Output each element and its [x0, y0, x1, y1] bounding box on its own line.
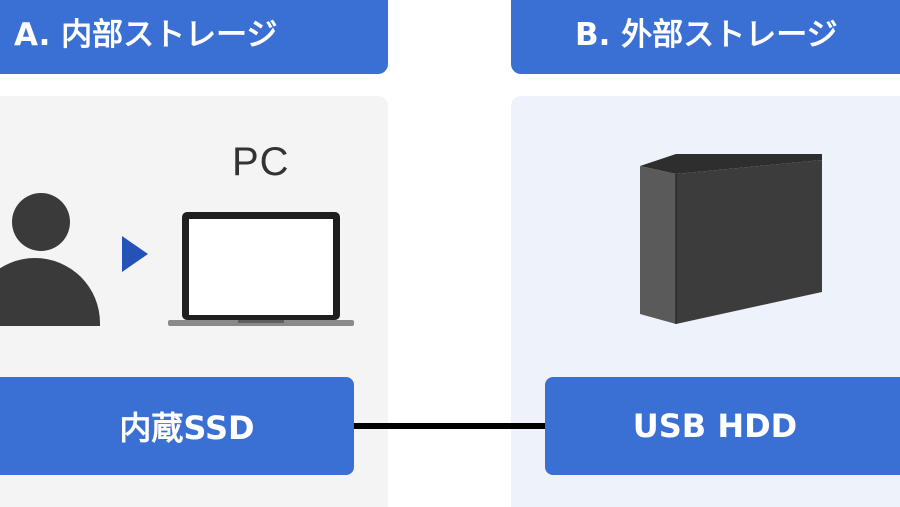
connection-line: [354, 423, 545, 429]
internal-storage-header: A. 内部ストレージ: [0, 0, 388, 74]
arrow-right-icon: [122, 236, 148, 272]
internal-ssd-label: 内蔵SSD: [0, 377, 354, 475]
internal-storage-title: A. 内部ストレージ: [14, 16, 278, 53]
external-storage-header: B. 外部ストレージ: [511, 0, 900, 74]
usb-hdd-label: USB HDD: [545, 377, 900, 475]
external-storage-title: B. 外部ストレージ: [575, 16, 838, 53]
internal-ssd-text: 内蔵SSD: [119, 409, 255, 447]
pc-label: PC: [232, 140, 290, 184]
laptop-icon: [168, 210, 358, 334]
person-head-shape: [12, 193, 70, 251]
usb-hdd-text: USB HDD: [632, 407, 798, 445]
external-hdd-icon: [638, 152, 828, 331]
